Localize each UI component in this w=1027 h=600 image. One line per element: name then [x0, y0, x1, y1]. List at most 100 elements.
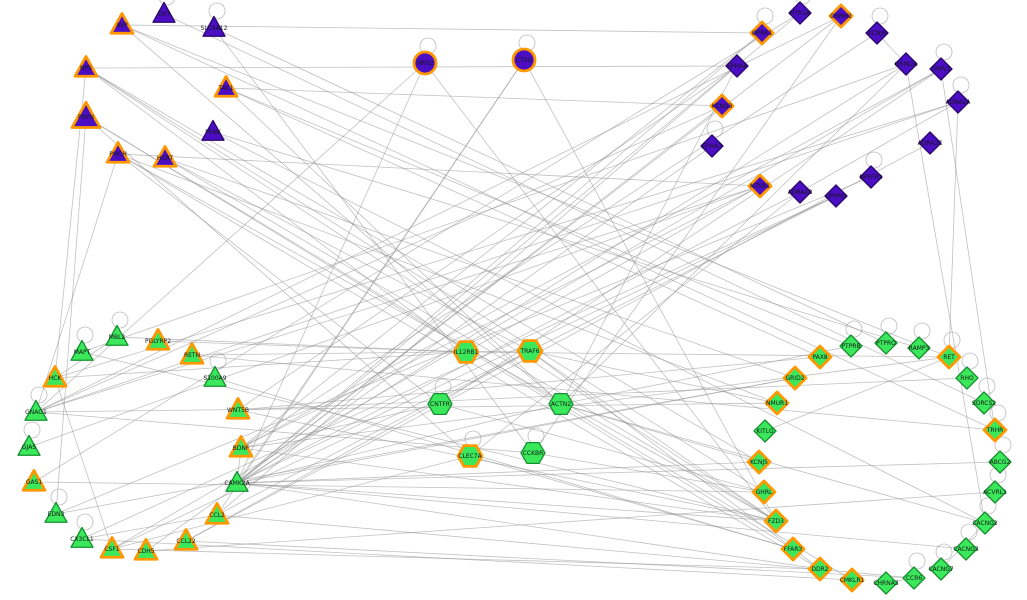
diamond-node-shape: [807, 344, 833, 370]
triangle-node-shape: [228, 435, 254, 458]
graph-node-penk[interactable]: PENK: [201, 119, 225, 141]
graph-node-ccl2[interactable]: CCL2: [204, 502, 230, 525]
triangle-node-shape: [213, 75, 239, 98]
graph-node-ccl22[interactable]: CCL22: [173, 528, 199, 551]
triangle-node-shape: [105, 324, 129, 346]
graph-edge: [237, 356, 821, 411]
graph-node-trpv1[interactable]: TRPV1: [929, 57, 953, 81]
diamond-node-shape: [788, 1, 812, 25]
graph-node-trhr[interactable]: TRHR: [982, 417, 1008, 443]
graph-node-clec7a[interactable]: CLEC7A: [456, 444, 484, 468]
graph-node-chrm2[interactable]: CHRM2: [828, 3, 854, 29]
graph-edge: [560, 65, 738, 405]
graph-node-acvrl1[interactable]: ACVRL1: [983, 480, 1007, 504]
graph-edge: [33, 481, 765, 493]
graph-edge: [35, 62, 426, 413]
graph-node-kitlg[interactable]: KITLG: [753, 419, 777, 443]
triangle-node-shape: [44, 501, 68, 523]
graph-node-adra2c[interactable]: ADRA2C: [918, 131, 943, 155]
graph-node-adra2b[interactable]: ADRA2B: [788, 180, 813, 204]
graph-node-cmklr1[interactable]: CMKLR1: [839, 567, 865, 593]
graph-edge: [213, 27, 887, 344]
graph-node-hrh2[interactable]: HRH2: [412, 50, 438, 76]
graph-node-oxt[interactable]: OXT: [152, 1, 176, 23]
self-loop-edge: [209, 352, 227, 370]
self-loop-edge: [871, 7, 889, 25]
graph-node-traf6[interactable]: TRAF6: [516, 339, 544, 363]
graph-node-ddr2[interactable]: DDR2: [807, 556, 833, 582]
graph-node-pax8[interactable]: PAX8: [807, 344, 833, 370]
graph-node-epha4[interactable]: EPHA4: [725, 54, 749, 78]
triangle-node-shape: [70, 100, 102, 129]
graph-node-cntfr[interactable]: CNTFR: [427, 392, 453, 416]
graph-node-wnt5b[interactable]: WNT5B: [225, 397, 251, 420]
graph-node-avp[interactable]: AVP: [109, 12, 135, 35]
graph-node-rho[interactable]: RHO: [955, 366, 979, 390]
diamond-node-shape: [972, 391, 996, 415]
diamond-node-shape: [929, 557, 953, 581]
graph-edge: [439, 68, 942, 405]
graph-node-ret[interactable]: RET: [936, 344, 962, 370]
triangle-node-shape: [70, 339, 94, 361]
graph-node-ctsg[interactable]: CTSG: [511, 47, 537, 73]
triangle-node-shape: [203, 365, 227, 387]
graph-edge: [116, 336, 467, 353]
graph-node-fzd3[interactable]: FZD3: [763, 508, 789, 534]
diamond-node-shape: [782, 365, 808, 391]
graph-edge: [213, 27, 534, 454]
graph-node-cckbr[interactable]: CCKBR: [520, 441, 546, 465]
self-loop-edge: [159, 0, 175, 6]
graph-edge: [236, 482, 821, 570]
graph-edge: [240, 32, 878, 449]
graph-node-pdyn[interactable]: PDYN: [70, 100, 102, 129]
triangle-node-shape: [225, 470, 249, 492]
graph-edge: [905, 63, 986, 524]
diamond-node-shape: [954, 537, 978, 561]
graph-node-mapt[interactable]: MAPT: [70, 339, 94, 361]
graph-node-kcnj5[interactable]: KCNJ5: [746, 449, 772, 475]
graph-node-ccr6[interactable]: CCR6: [902, 566, 926, 590]
graph-edge: [81, 351, 777, 522]
graph-node-gnao1[interactable]: GNAO1: [24, 399, 48, 421]
triangle-node-shape: [99, 536, 125, 559]
graph-node-mbl2[interactable]: MBL2: [105, 324, 129, 346]
graph-node-sorcs2[interactable]: SORCS2: [972, 391, 996, 415]
graph-node-adra2a[interactable]: ADRA2A: [946, 90, 972, 114]
graph-node-il12rb1[interactable]: IL12RB1: [452, 340, 480, 364]
graph-node-chrna3[interactable]: CHRNA3: [873, 571, 899, 595]
self-loop-edge: [76, 326, 94, 344]
graph-node-cacng3[interactable]: CACNG3: [953, 537, 979, 561]
graph-edge: [81, 538, 853, 581]
graph-node-htr1a[interactable]: HTR1A: [788, 1, 812, 25]
hexagon-node-shape: [452, 340, 480, 364]
graph-edge: [85, 116, 471, 457]
graph-edge: [111, 548, 821, 570]
graph-node-ffar3[interactable]: FFAR3: [780, 536, 806, 562]
graph-node-cacng7[interactable]: CACNG7: [928, 557, 954, 581]
graph-node-ramp3[interactable]: RAMP3: [907, 336, 931, 360]
circle-node-shape: [511, 47, 537, 73]
graph-edge: [81, 514, 218, 540]
graph-edge: [117, 153, 778, 404]
self-loop-edge: [908, 552, 926, 570]
diamond-node-shape: [865, 21, 889, 45]
graph-node-actn2[interactable]: ACTN2: [548, 392, 574, 416]
graph-node-gas1[interactable]: GAS1: [21, 469, 47, 492]
graph-edge: [35, 153, 119, 413]
graph-node-ptprb[interactable]: PTPRB: [839, 334, 863, 358]
self-loop-edge: [795, 0, 811, 5]
graph-node-npffr2[interactable]: NPFFR2: [859, 165, 883, 189]
graph-edge: [236, 482, 967, 550]
triangle-node-shape: [109, 12, 135, 35]
graph-node-gja5[interactable]: GJA5: [17, 434, 41, 456]
graph-node-retn[interactable]: RETN: [179, 342, 205, 365]
graph-node-cacng2[interactable]: CACNG2: [972, 511, 998, 535]
graph-edge: [439, 403, 765, 493]
graph-node-nps[interactable]: NPS: [73, 55, 99, 78]
triangle-node-shape: [173, 528, 199, 551]
graph-node-epha7[interactable]: EPHA7: [700, 134, 724, 158]
graph-edge: [28, 185, 761, 448]
graph-node-tac1[interactable]: TAC1: [213, 75, 239, 98]
